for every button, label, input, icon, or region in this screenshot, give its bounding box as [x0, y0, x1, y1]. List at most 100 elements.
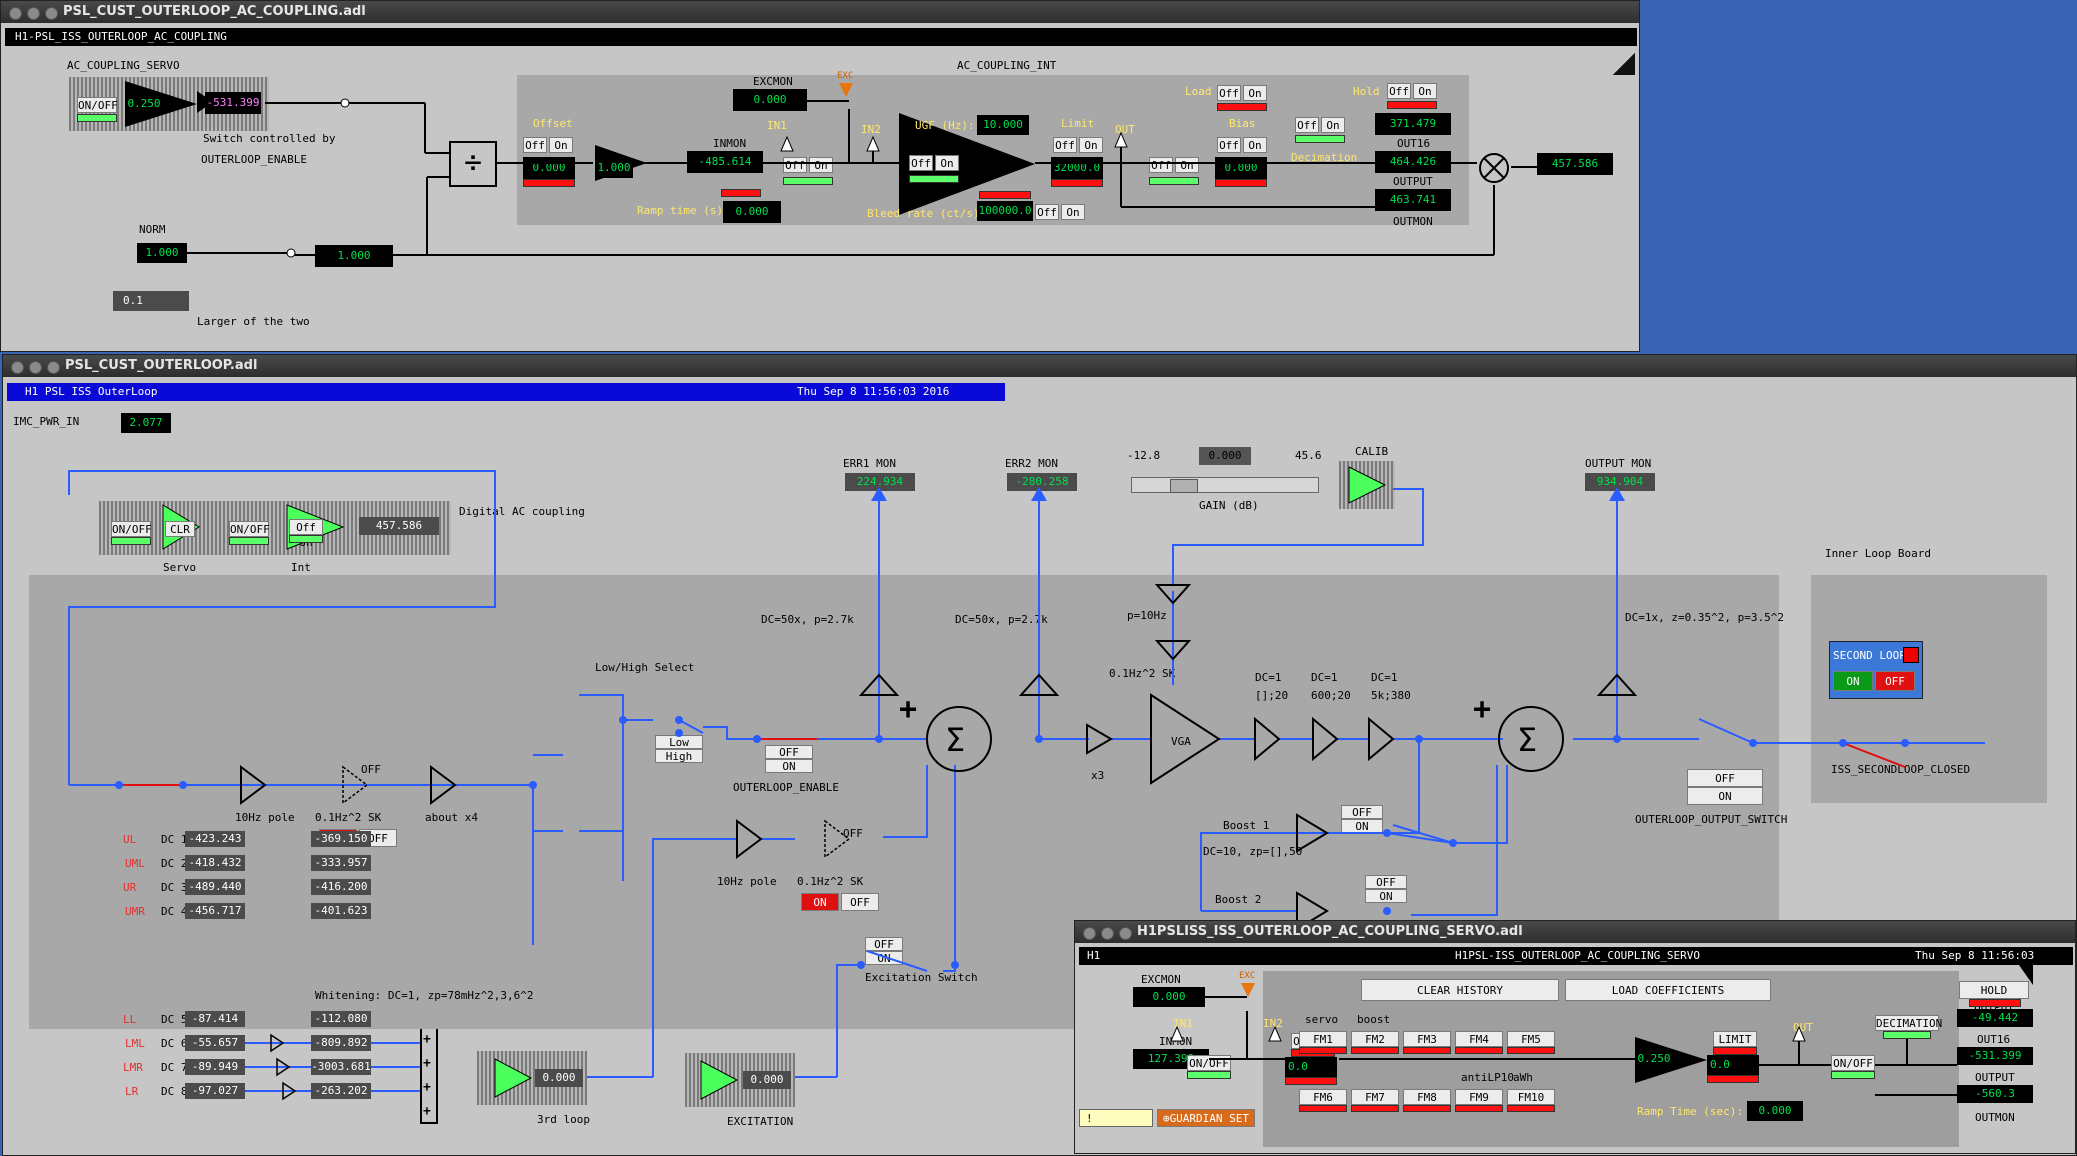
in1-off-button[interactable]: Off — [783, 157, 807, 173]
fm-button[interactable]: FM6 — [1299, 1089, 1347, 1105]
second-loop-off-button[interactable]: OFF — [1875, 671, 1915, 691]
guardian-set-button[interactable]: ⊕GUARDIAN SET — [1157, 1109, 1255, 1127]
low-button[interactable]: Low — [655, 735, 703, 749]
boost1-off-button[interactable]: OFF — [1341, 805, 1383, 819]
outerloop-enable-on-button[interactable]: ON — [765, 759, 813, 773]
offset-off-button[interactable]: Off — [523, 137, 547, 153]
hold-off-button[interactable]: Off — [1387, 83, 1411, 99]
fm-status-indicator — [1351, 1105, 1399, 1112]
out-on-button[interactable]: On — [1175, 157, 1199, 173]
close-icon[interactable] — [1083, 927, 1096, 940]
minimize-icon[interactable] — [1101, 927, 1114, 940]
boost2-on-button[interactable]: ON — [1365, 889, 1407, 903]
ugf-off-button[interactable]: Off — [909, 155, 933, 171]
decimation-button[interactable]: DECIMATION — [1875, 1015, 1943, 1031]
fm-button[interactable]: FM2 — [1351, 1031, 1399, 1047]
boost1-on-button[interactable]: ON — [1341, 819, 1383, 833]
clear-history-button[interactable]: CLEAR HISTORY — [1361, 979, 1559, 1001]
maximize-icon[interactable] — [1119, 927, 1132, 940]
gain-slider-handle[interactable] — [1170, 479, 1198, 493]
servo-onoff-button[interactable]: ON/OFF — [77, 97, 118, 113]
fm-button-group[interactable]: FM6 — [1299, 1089, 1347, 1112]
bias-off-button[interactable]: Off — [1217, 137, 1241, 153]
olo-off-button[interactable]: OFF — [1687, 769, 1763, 787]
dc1a-label: DC=1 — [1255, 671, 1282, 684]
titlebar[interactable]: PSL_CUST_OUTERLOOP.adl — [3, 355, 2076, 377]
load-coefficients-button[interactable]: LOAD COEFFICIENTS — [1565, 979, 1771, 1001]
high-button[interactable]: High — [655, 749, 703, 763]
dac-offon-button[interactable]: Off On — [289, 519, 323, 549]
dac-onoff2-button[interactable]: ON/OFF — [229, 521, 270, 537]
decimation-on-button[interactable]: On — [1321, 117, 1345, 133]
gain-slider[interactable] — [1131, 477, 1319, 493]
dac-onoff-button[interactable]: ON/OFF — [111, 521, 152, 537]
load-on-button[interactable]: On — [1243, 85, 1267, 101]
fm-button[interactable]: FM5 — [1507, 1031, 1555, 1047]
hold-output-button[interactable]: HOLD OUTPUT — [1959, 981, 2029, 1014]
fm-button[interactable]: FM4 — [1455, 1031, 1503, 1047]
servo-label: Servo — [163, 561, 197, 574]
fm-button-group[interactable]: FM4 — [1455, 1031, 1503, 1054]
gain2-display: 1.000 — [595, 158, 633, 178]
fm-button[interactable]: FM10 — [1507, 1089, 1555, 1105]
boost2-off-button[interactable]: OFF — [1365, 875, 1407, 889]
fm-button[interactable]: FM7 — [1351, 1089, 1399, 1105]
sk01b-label: 0.1Hz^2 SK — [1109, 667, 1176, 680]
fm-button-group[interactable]: FM7 — [1351, 1089, 1399, 1112]
exc-switch-on-button[interactable]: ON — [865, 951, 903, 965]
exc-switch-off-button[interactable]: OFF — [865, 937, 903, 951]
calib-label: CALIB — [1355, 445, 1389, 458]
decimation-off-button[interactable]: Off — [1295, 117, 1319, 133]
maximize-icon[interactable] — [45, 7, 58, 20]
limit-button[interactable]: LIMIT — [1713, 1031, 1757, 1047]
minimize-icon[interactable] — [27, 7, 40, 20]
out-off-button[interactable]: Off — [1149, 157, 1173, 173]
window-controls[interactable] — [11, 360, 65, 382]
load-off-button[interactable]: Off — [1217, 85, 1241, 101]
output-onoff-button[interactable]: ON/OFF — [1831, 1055, 1875, 1071]
outerloop-enable-off-button[interactable]: OFF — [765, 745, 813, 759]
dc1c2-label: 5k;380 — [1371, 689, 1411, 702]
offset-on-button[interactable]: On — [549, 137, 573, 153]
close-icon[interactable] — [11, 361, 24, 374]
upper-dc-output: -416.200 — [311, 879, 371, 895]
in1-on-button[interactable]: On — [809, 157, 833, 173]
input-onoff-button[interactable]: ON/OFF — [1187, 1055, 1231, 1071]
bias-on-button[interactable]: On — [1243, 137, 1267, 153]
fm-button[interactable]: FM9 — [1455, 1089, 1503, 1105]
upper-dc-input: -423.243 — [185, 831, 245, 847]
sk01c-on-button[interactable]: ON — [801, 893, 839, 911]
sk01c-off-button[interactable]: OFF — [841, 893, 879, 911]
fm-button-group[interactable]: FM9 — [1455, 1089, 1503, 1112]
bleed-off-button[interactable]: Off — [1035, 204, 1059, 220]
fm-button[interactable]: FM8 — [1403, 1089, 1451, 1105]
bang-field[interactable]: ! — [1079, 1109, 1153, 1127]
olo-on-button[interactable]: ON — [1687, 787, 1763, 805]
multiply-icon — [1479, 153, 1509, 183]
titlebar[interactable]: H1PSLISS_ISS_OUTERLOOP_AC_COUPLING_SERVO… — [1075, 921, 2075, 943]
small-display: 0.1 — [113, 291, 189, 311]
hold-on-button[interactable]: On — [1413, 83, 1437, 99]
fm-button-group[interactable]: FM10 — [1507, 1089, 1555, 1112]
window-controls[interactable] — [9, 6, 63, 28]
limit-off-button[interactable]: Off — [1053, 137, 1077, 153]
maximize-icon[interactable] — [47, 361, 60, 374]
window-controls[interactable] — [1083, 926, 1137, 948]
fm-button[interactable]: FM3 — [1403, 1031, 1451, 1047]
minimize-icon[interactable] — [29, 361, 42, 374]
fm-button-group[interactable]: FM5 — [1507, 1031, 1555, 1054]
titlebar[interactable]: PSL_CUST_OUTERLOOP_AC_COUPLING.adl — [1, 1, 1639, 23]
output-label: OUTPUT — [1393, 175, 1433, 188]
limit-on-button[interactable]: On — [1079, 137, 1103, 153]
servo-onoff-indicator — [77, 114, 117, 122]
fm-button-group[interactable]: FM2 — [1351, 1031, 1399, 1054]
bleed-on-button[interactable]: On — [1061, 204, 1085, 220]
fm-button-group[interactable]: FM3 — [1403, 1031, 1451, 1054]
second-loop-on-button[interactable]: ON — [1833, 671, 1873, 691]
dac-clr-button[interactable]: CLR — [165, 521, 195, 537]
fm-button[interactable]: FM1 — [1299, 1031, 1347, 1047]
close-icon[interactable] — [9, 7, 22, 20]
fm-button-group[interactable]: FM1 — [1299, 1031, 1347, 1054]
ugf-on-button[interactable]: On — [935, 155, 959, 171]
fm-button-group[interactable]: FM8 — [1403, 1089, 1451, 1112]
